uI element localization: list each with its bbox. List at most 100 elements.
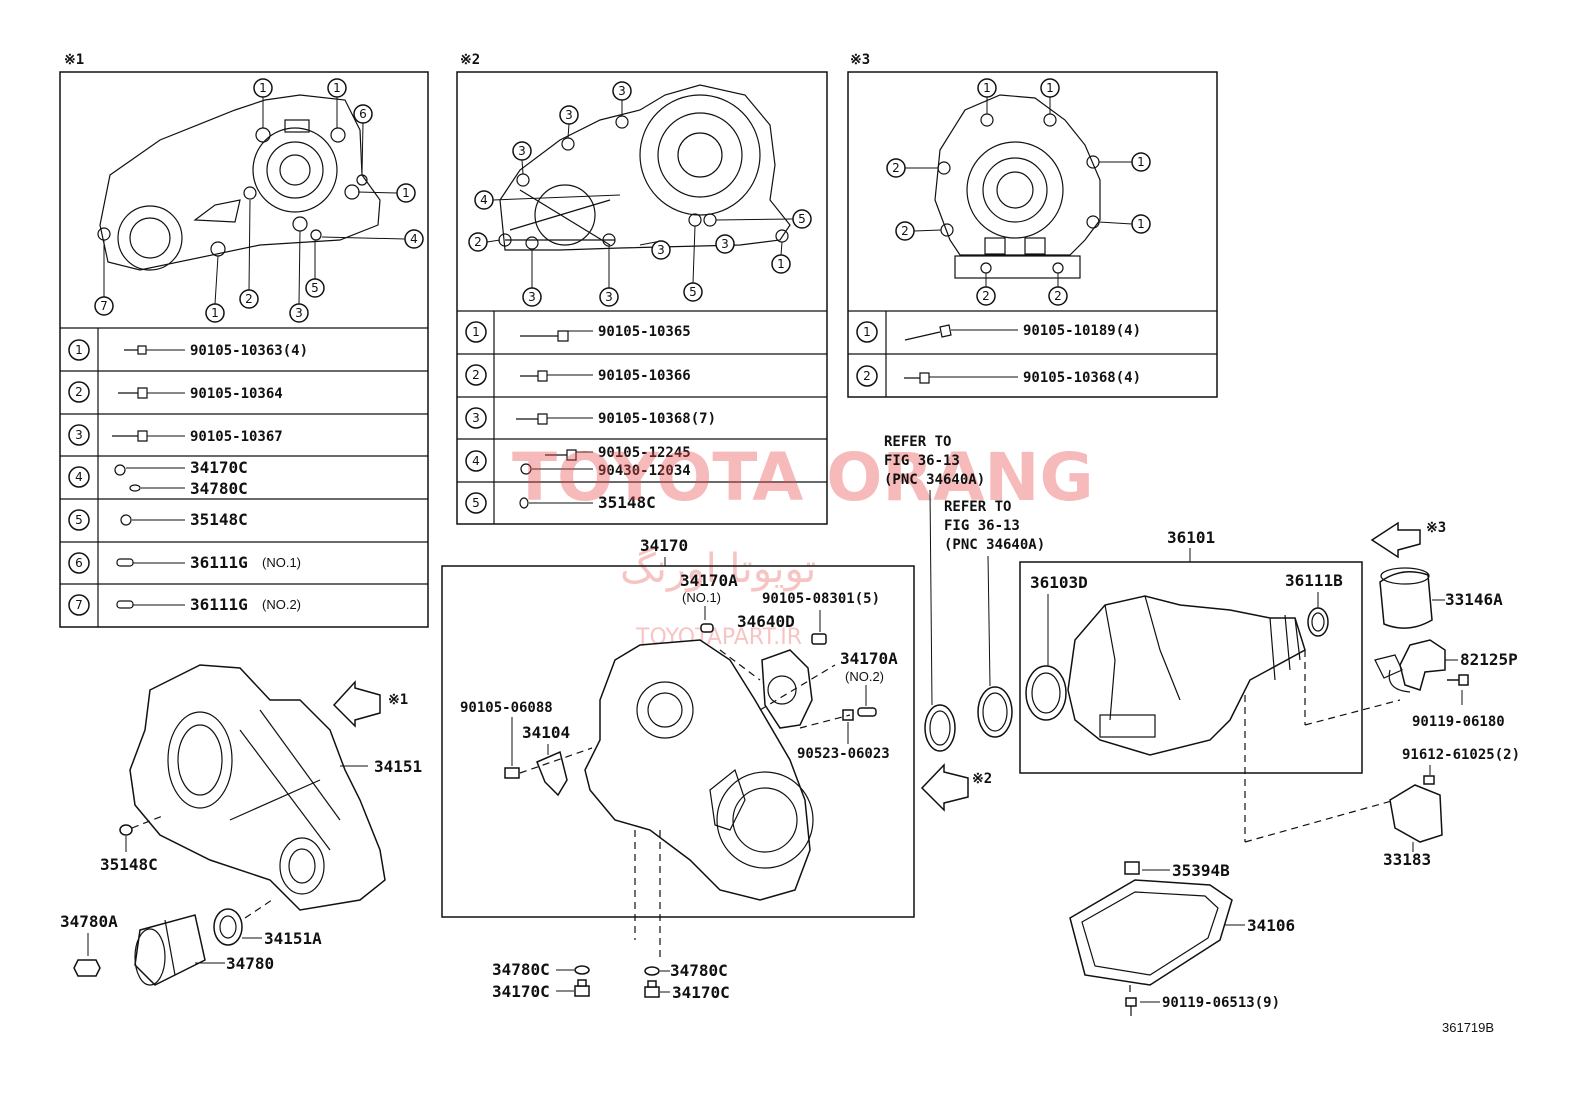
panel-1-frame	[59, 71, 429, 628]
svg-text:1: 1	[472, 325, 480, 339]
p2-row-4-part: 90105-12245	[598, 445, 691, 461]
svg-text:3: 3	[605, 290, 613, 304]
svg-text:1: 1	[777, 257, 785, 271]
marker-1-arrow-label: ※1	[388, 692, 408, 708]
panel-1-housing-drawing	[97, 94, 381, 271]
svg-text:REFER TO: REFER TO	[944, 499, 1011, 515]
cover-34104-drawing	[504, 623, 877, 901]
label-90119-06180: 90119-06180	[1412, 714, 1505, 730]
svg-text:1: 1	[333, 81, 341, 95]
panel-3: ※3 1 1 1 1 2 2 2 2 1 90105-10189(4)	[847, 52, 1218, 398]
svg-text:1: 1	[1137, 155, 1145, 169]
label-90523-06023: 90523-06023	[797, 746, 890, 762]
panel-3-marker: ※3	[850, 52, 870, 68]
svg-text:3: 3	[528, 290, 536, 304]
svg-text:5: 5	[689, 285, 697, 299]
panel-2: ※2 3 3 3 4 2 3 3 3 5 3 5	[456, 52, 828, 525]
label-34151: 34151	[374, 757, 422, 776]
panel-2-table: 1 90105-10365 2 90105-10366 3 90105-1036…	[465, 321, 716, 514]
group-34170: 34170 34170A (NO.1) 90105-08301(5) 34640…	[441, 536, 915, 960]
label-90105-08301: 90105-08301(5)	[762, 591, 880, 607]
panel-3-frame	[847, 71, 1218, 398]
seal-rings	[924, 686, 1013, 752]
svg-text:1: 1	[211, 306, 219, 320]
marker-2-arrow: ※2	[920, 763, 992, 812]
svg-text:1: 1	[75, 343, 83, 357]
svg-text:3: 3	[565, 108, 573, 122]
label-33183: 33183	[1383, 850, 1431, 869]
svg-text:1: 1	[402, 186, 410, 200]
label-34170A-2: 34170A	[840, 649, 898, 668]
group-36101-frame	[1019, 561, 1363, 774]
svg-text:REFER TO: REFER TO	[884, 434, 951, 450]
p3-row-2-part: 90105-10368(4)	[1023, 370, 1141, 386]
svg-text:※2: ※2	[972, 771, 992, 787]
label-91612-61025: 91612-61025(2)	[1402, 747, 1520, 763]
p2-row-1: 1 90105-10365	[465, 321, 691, 343]
label-no2: (NO.2)	[845, 669, 884, 684]
diagram-id: 361719B	[1442, 1020, 1494, 1035]
svg-text:2: 2	[472, 368, 480, 382]
label-34170C-left: 34170C	[492, 982, 550, 1001]
label-34170: 34170	[640, 536, 688, 555]
label-33146A: 33146A	[1445, 590, 1503, 609]
panel-1: ※1 1 1 6 1 4 5 3	[59, 52, 429, 628]
svg-text:7: 7	[100, 299, 108, 313]
p2-row-4-part2: 90430-12034	[598, 463, 691, 479]
label-34104: 34104	[522, 723, 570, 742]
watermark-arabic: تویوتا اورنگ	[620, 546, 816, 592]
svg-text:1: 1	[1046, 81, 1054, 95]
svg-text:5: 5	[311, 281, 319, 295]
label-90119-06513: 90119-06513(9)	[1162, 995, 1280, 1011]
svg-text:6: 6	[75, 556, 83, 570]
p1-row-5: 5 35148C	[68, 509, 248, 531]
p2-row-1-part: 90105-10365	[598, 324, 691, 340]
p1-row-7: 7 36111G (NO.2)	[68, 594, 301, 616]
watermark: TOYOTA ORANG تویوتا اورنگ TOYOTAPART.IR	[512, 439, 1094, 650]
label-82125P: 82125P	[1460, 650, 1518, 669]
svg-text:6: 6	[359, 107, 367, 121]
panel-2-callouts: 3 3 3 4 2 3 3 3 5 3 5 1	[468, 81, 812, 307]
panel-3-callouts: 1 1 1 1 2 2 2 2	[886, 78, 1151, 306]
panel-1-marker: ※1	[64, 52, 84, 68]
p2-row-5-part: 35148C	[598, 493, 656, 512]
p1-row-2: 2 90105-10364	[68, 381, 283, 403]
svg-text:2: 2	[75, 385, 83, 399]
panel-1-table: 1 90105-10363(4) 2 90105-10364 3 90105-1…	[68, 339, 308, 616]
p2-row-2-part: 90105-10366	[598, 368, 691, 384]
svg-text:5: 5	[472, 496, 480, 510]
p1-row-1: 1 90105-10363(4)	[68, 339, 308, 361]
svg-text:※3: ※3	[1426, 520, 1446, 536]
marker-3-arrow: ※3	[1370, 520, 1446, 559]
right-parts: 33146A 82125P 90119-06180 91612-61025(2)…	[1374, 567, 1520, 869]
p2-row-3: 3 90105-10368(7)	[465, 407, 716, 429]
p1-row-6-part: 36111G	[190, 553, 248, 572]
label-34640D: 34640D	[737, 612, 795, 631]
p1-row-3-part: 90105-10367	[190, 429, 283, 445]
p1-row-3: 3 90105-10367	[68, 424, 283, 446]
bottom-seals-34170: 34780C 34170C 34780C 34170C	[492, 960, 730, 1002]
p2-row-3-part: 90105-10368(7)	[598, 411, 716, 427]
label-no1: (NO.1)	[682, 590, 721, 605]
p1-row-6: 6 36111G (NO.1)	[68, 552, 301, 574]
panel-2-cover-drawing	[498, 84, 791, 251]
label-36103D: 36103D	[1030, 573, 1088, 592]
p3-row-2: 2 90105-10368(4)	[856, 365, 1141, 387]
svg-text:2: 2	[892, 161, 900, 175]
label-34780A: 34780A	[60, 912, 118, 931]
svg-text:FIG 36-13: FIG 36-13	[884, 453, 960, 469]
panel-2-frame	[456, 71, 828, 525]
refer-note-1: REFER TO FIG 36-13 (PNC 34640A)	[884, 434, 985, 706]
label-36101: 36101	[1167, 528, 1215, 547]
svg-text:3: 3	[75, 428, 83, 442]
svg-text:1: 1	[259, 81, 267, 95]
p2-row-2: 2 90105-10366	[465, 364, 691, 386]
label-34170C-right: 34170C	[672, 983, 730, 1002]
p1-row-7-part: 36111G	[190, 595, 248, 614]
p2-row-5: 5 35148C	[465, 492, 656, 514]
label-35394B: 35394B	[1172, 861, 1230, 880]
svg-text:2: 2	[1054, 289, 1062, 303]
svg-text:2: 2	[245, 292, 253, 306]
group-34151: ※1 34151 35148C 34780A 34780 34151A	[60, 664, 422, 986]
p1-row-4: 4 34170C 34780C	[68, 458, 248, 498]
